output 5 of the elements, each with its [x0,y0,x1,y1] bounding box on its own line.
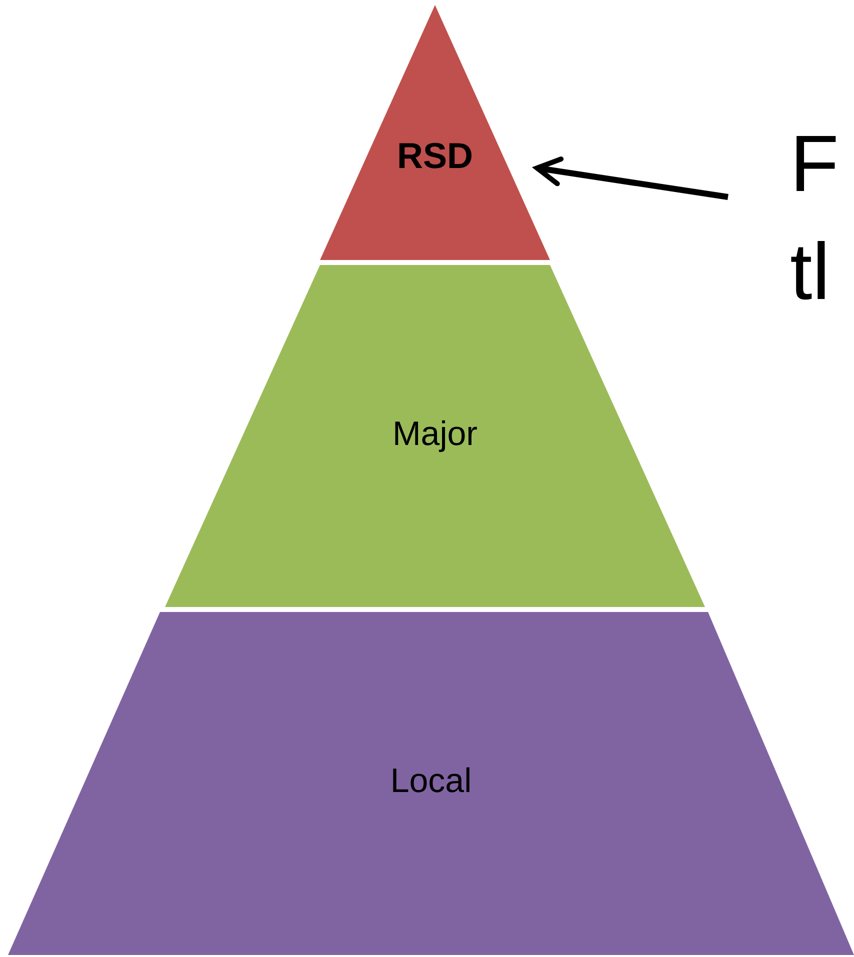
tier-label: Local [389,762,473,801]
tier-label: Major [391,415,479,454]
tier-label: RSD [396,135,474,177]
arrow [534,156,728,200]
annotation-text: F tl [790,118,840,318]
